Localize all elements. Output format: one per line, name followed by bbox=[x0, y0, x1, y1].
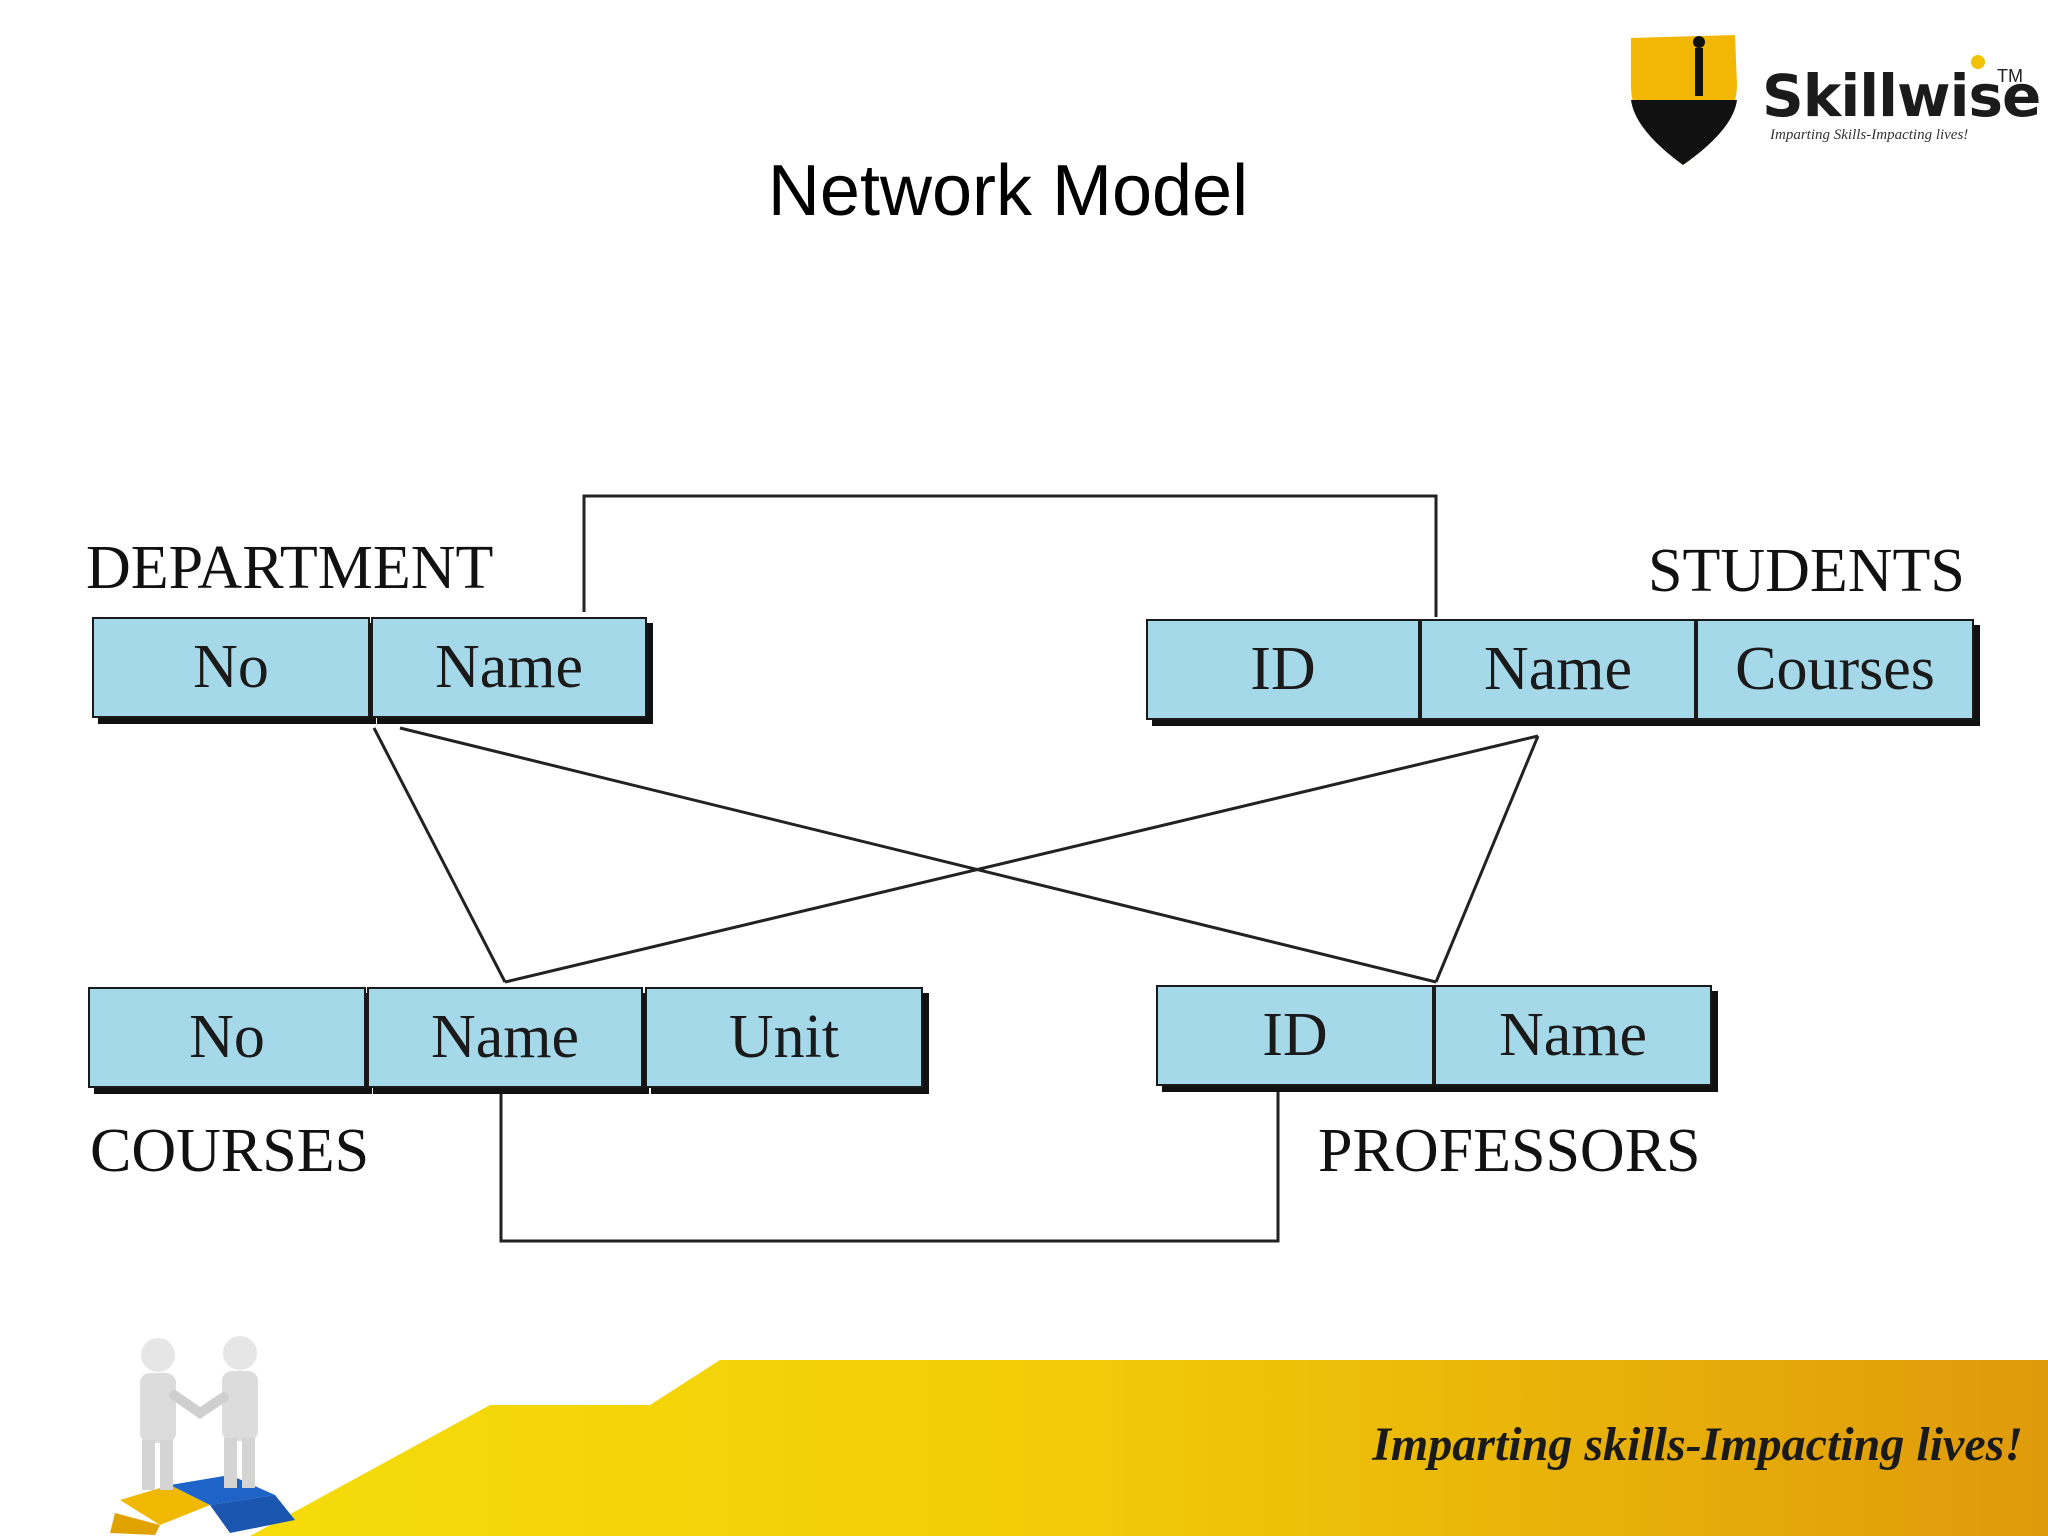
handshake-puzzle-image bbox=[110, 1336, 295, 1535]
professors-field-name: Name bbox=[1434, 985, 1712, 1086]
professors-field-id: ID bbox=[1156, 985, 1434, 1086]
link-department-professors bbox=[399, 726, 1437, 984]
professors-label: PROFESSORS bbox=[1318, 1117, 1701, 1185]
students-field-name: Name bbox=[1420, 619, 1696, 720]
department-label: DEPARTMENT bbox=[86, 534, 494, 602]
students-field-id: ID bbox=[1146, 619, 1420, 720]
brand-tagline: Imparting Skills-Impacting lives! bbox=[1770, 127, 1969, 143]
brand-trademark: TM bbox=[1997, 66, 2023, 86]
brand-name: Skillwise bbox=[1762, 62, 2041, 130]
students-field-courses: Courses bbox=[1696, 619, 1974, 720]
link-students-courses bbox=[504, 734, 1539, 984]
students-label: STUDENTS bbox=[1648, 537, 1965, 605]
courses-field-name: Name bbox=[367, 987, 643, 1088]
department-field-name: Name bbox=[371, 617, 647, 718]
link-courses-professors bbox=[499, 1092, 1280, 1243]
link-students-professors bbox=[1434, 735, 1540, 983]
skillwise-logo bbox=[1630, 35, 1985, 165]
courses-field-unit: Unit bbox=[645, 987, 923, 1088]
department-field-no: No bbox=[92, 617, 370, 718]
link-department-courses bbox=[372, 727, 507, 983]
courses-label: COURSES bbox=[90, 1117, 370, 1185]
courses-field-no: No bbox=[88, 987, 366, 1088]
footer-band bbox=[250, 1360, 2048, 1536]
footer-tagline: Imparting skills-Impacting lives! bbox=[1372, 1418, 2023, 1471]
link-department-students bbox=[582, 494, 1438, 617]
slide-title: Network Model bbox=[767, 151, 1249, 231]
